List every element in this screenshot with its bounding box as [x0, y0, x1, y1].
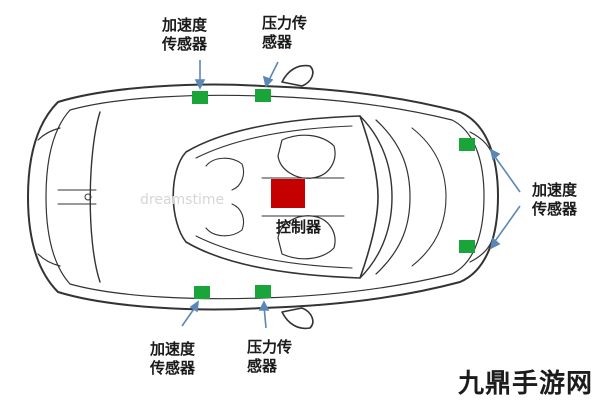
sensor-accel-bottom-left [194, 286, 210, 299]
label-accel-bottom-left: 加速度 传感器 [150, 340, 195, 378]
label-line: 传感器 [150, 359, 196, 377]
label-pressure-top: 压力传 感器 [262, 14, 307, 52]
label-line: 感器 [247, 357, 278, 375]
label-accel-right: 加速度 传感器 [532, 181, 577, 219]
label-line: 压力传 [262, 14, 308, 32]
sensor-accel-front-top [459, 138, 475, 151]
sensor-pressure-top [255, 89, 271, 102]
sensor-accel-front-bottom [459, 240, 475, 253]
sensor-accel-top-left [192, 91, 208, 104]
label-controller: 控制器 [276, 218, 321, 237]
label-pressure-bottom: 压力传 感器 [247, 338, 292, 376]
label-line: 加速度 [150, 340, 196, 358]
label-line: 传感器 [162, 35, 208, 53]
site-watermark: 九鼎手游网 [457, 369, 593, 399]
faint-watermark: dreamstime [140, 192, 225, 208]
label-line: 加速度 [532, 181, 578, 199]
label-line: 传感器 [532, 200, 578, 218]
label-line: 压力传 [247, 338, 293, 356]
label-accel-top-left: 加速度 传感器 [162, 16, 207, 54]
label-line: 加速度 [162, 16, 208, 34]
label-line: 控制器 [276, 218, 322, 236]
label-line: 感器 [262, 33, 293, 51]
controller-box [271, 179, 305, 208]
sensor-pressure-bottom [255, 285, 271, 298]
